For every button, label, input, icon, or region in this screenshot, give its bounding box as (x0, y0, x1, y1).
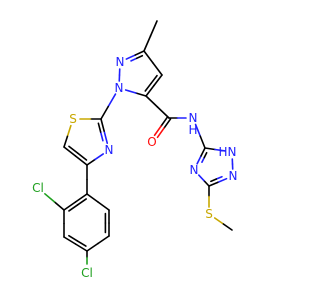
bond-tr3-tr1 (214, 148, 226, 152)
bond-pz4-pz5-inner (150, 74, 158, 85)
bond-tr3-tr1 (204, 147, 216, 151)
bond-pz5-cam (145, 95, 159, 108)
bond-tr2-tr5-inner (215, 175, 223, 180)
bond-tz5-tz4 (63, 146, 77, 157)
bond-tr2-tr5 (216, 177, 228, 184)
bond-tr4-tr3-inner (203, 151, 208, 159)
bond-sme-me2 (213, 217, 225, 225)
bond-ph3-ph4-inner (76, 240, 87, 247)
atom-label-triazole-n4: N (190, 163, 199, 177)
atom-label-triazole-n1: N (228, 145, 237, 159)
bond-ph3-ph4 (74, 243, 88, 252)
bond-ph4-ph5 (97, 235, 110, 245)
bond-pz4-pz5 (145, 84, 155, 97)
bond-pz4-pz5-inner (144, 82, 152, 92)
bond-tzN-tz2-inner (99, 131, 104, 142)
bond-me1-pz3 (143, 35, 152, 52)
bond-pz5-pz1 (135, 92, 147, 97)
atom-label-thiazole-s: S (69, 112, 77, 126)
bond-ph1-ph2-inner (76, 198, 87, 206)
bond-ph3-ph4 (63, 236, 77, 245)
bond-ph2-cl1 (53, 201, 65, 211)
bond-ph1-ph2-inner (68, 204, 79, 212)
bond-pz5-cam (156, 106, 170, 119)
bond-tr4-tr3 (200, 147, 206, 157)
bond-pz1-tz2 (100, 105, 110, 120)
bond-pz4-pz5 (153, 74, 163, 87)
bond-pz1-tz2 (107, 93, 117, 108)
atom-label-amide-o: O (147, 135, 156, 149)
bond-tr4-tr3 (196, 155, 202, 165)
bond-pz2-pz3-inner (135, 54, 144, 60)
bond-me1-pz3 (149, 20, 158, 37)
bond-tzN-tz2 (100, 118, 105, 132)
bond-tz5-tz4-inner (68, 145, 79, 154)
atom-label-pyrazole-n1: N (115, 81, 124, 95)
bond-ph3-ph4-inner (68, 234, 79, 242)
bond-pz3-pz4 (143, 50, 154, 64)
bond-layer (44, 20, 234, 265)
bond-tr5-tr4 (203, 179, 210, 187)
bond-pz2-pz3 (134, 50, 145, 56)
bond-tz5-tz4-inner (76, 152, 88, 161)
bond-ph1-ph2 (63, 201, 77, 211)
atom-label-amide-h: H (188, 123, 197, 137)
bond-tz4-tzN (86, 158, 96, 166)
bond-pz2-pz3-inner (130, 57, 138, 62)
bond-tr4-tr3-inner (201, 156, 206, 164)
atom-label-amide-nh: N (189, 111, 198, 125)
bond-nam-tr3 (199, 135, 206, 149)
atom-label-chloro-para: Cl (81, 266, 93, 280)
bond-sme-me2 (222, 223, 233, 231)
atom-label-triazole-n2: N (229, 169, 238, 183)
atom-label-chloro-ortho: Cl (32, 181, 44, 195)
bond-pz5-pz1 (124, 89, 137, 94)
bond-tz5-tz4 (74, 155, 88, 166)
bond-nam-tr3 (194, 123, 202, 138)
atom-label-triazole-n1-h: H (218, 145, 227, 159)
atom-label-thiazole-n: N (105, 143, 114, 157)
bond-tzS-tz5 (63, 135, 69, 148)
bond-tzS-tz5 (66, 124, 72, 138)
bond-cam-oam-2 (163, 118, 172, 129)
bond-ph1-ph2 (74, 193, 88, 203)
bond-ph2-cl1 (44, 193, 56, 203)
bond-tr5-tr4 (197, 174, 205, 182)
bond-tr2-tr5 (208, 181, 219, 187)
bond-cam-oam-2 (156, 127, 165, 139)
bond-cam-oam (153, 125, 162, 137)
atom-label-pyrazole-n2: N (116, 55, 125, 69)
bond-tzN-tz2-inner (97, 122, 102, 133)
bond-tr2-tr5-inner (210, 178, 218, 183)
bond-ph6-ph1 (86, 193, 99, 203)
bond-cam-oam (160, 116, 169, 127)
atom-label-methylthio-s: S (205, 207, 213, 221)
bond-ph6-ph1 (97, 201, 110, 211)
bond-tz4-tzN (94, 153, 105, 161)
bond-pz2-pz3 (125, 54, 136, 60)
bond-pz3-pz4 (152, 62, 163, 76)
bond-tzN-tz2 (103, 130, 109, 145)
bond-ph4-ph5 (86, 242, 99, 252)
